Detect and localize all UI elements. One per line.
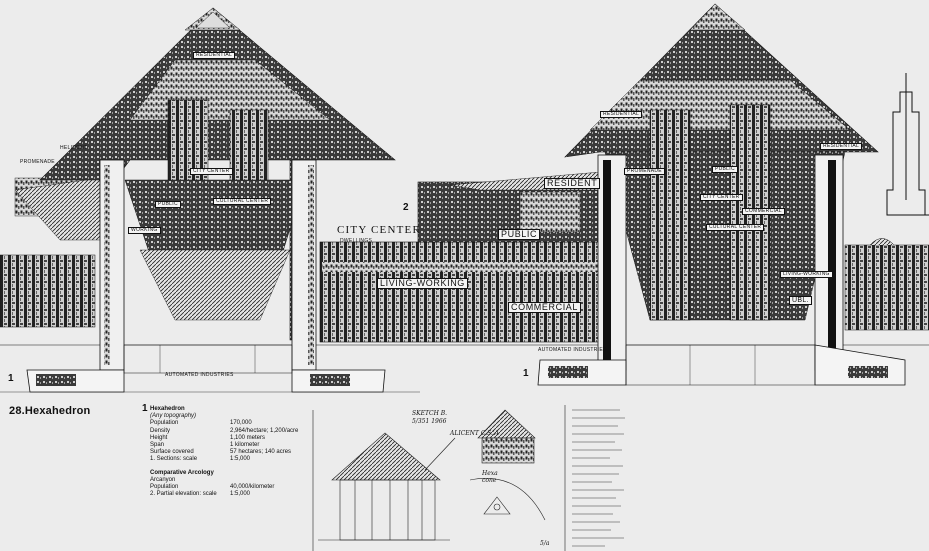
figure-number-2: 2 [403, 202, 409, 213]
spec-subheading: (Any topography) [150, 413, 197, 420]
middle-elevation [319, 171, 601, 343]
label-residential-right-a: RESIDENTIAL [600, 111, 643, 118]
label-city-center-left: CITY CENTER [190, 168, 233, 175]
label-commercial-right: COMMERCIAL [742, 208, 785, 215]
handwritten-notes [572, 409, 625, 547]
comparative-name: Arcanyon [150, 476, 176, 483]
plate-title: 28.Hexahedron [9, 405, 91, 417]
sketch-date-note: SKETCH B. 5/351 1966 [412, 410, 448, 425]
figure-number-1-left: 1 [8, 373, 14, 384]
label-cultural-center-right: CULTURAL CENTER [706, 224, 765, 231]
right-city-strip [844, 244, 929, 331]
label-living-working-right: LIVING-WORKING [780, 271, 833, 278]
label-dwellings: DWELLINGS [340, 238, 373, 244]
label-public-mid: PUBLIC [498, 229, 541, 240]
sketch-arrow-note: ALICENT C.S.'A [450, 430, 499, 437]
label-resident-mid: RESIDENT [544, 178, 601, 189]
label-living-working-mid: LIVING-WORKING [377, 278, 468, 289]
comparative-heading: Comparative Arcology [150, 469, 214, 476]
label-commercial-mid: COMMERCIAL [508, 302, 582, 313]
label-public-right: PUBLIC [712, 166, 738, 173]
label-publ-right: UBL. [789, 296, 812, 305]
left-city-strip [0, 254, 96, 328]
right-pyramid [537, 3, 906, 386]
sketch-side-note: Hexa cone [482, 470, 498, 484]
label-promenade-right: PROMENADE [624, 168, 665, 175]
label-city-center-right: CITY CENTER [700, 194, 743, 201]
comparison-skyscraper [886, 73, 929, 216]
label-residential-right-b: RESIDENTIAL [820, 143, 863, 150]
label-automated-industries-left: AUTOMATED INDUSTRIES [165, 372, 234, 378]
label-public-left: PUBLIC [155, 201, 181, 208]
label-promenade-left: PROMENADE [20, 159, 55, 165]
left-pyramid [26, 7, 396, 393]
sketch-small-note: 5/a [540, 540, 550, 547]
figure-number-1-spec: 1 [142, 403, 148, 414]
label-heliport: HELIPONT [60, 145, 88, 151]
sketch-area [312, 405, 566, 551]
label-working-left: WORKING [128, 227, 161, 234]
label-cultural-center-left: CULTURAL CENTER [213, 198, 272, 205]
label-residential-left: RESIDENTIAL [193, 52, 236, 59]
label-automated-industries-right: AUTOMATED INDUSTRIES [538, 347, 607, 353]
spec-heading: Hexahedron [150, 406, 185, 412]
figure-number-1-right: 1 [523, 368, 529, 379]
label-city-center-mid: CITY CENTER [337, 224, 421, 236]
